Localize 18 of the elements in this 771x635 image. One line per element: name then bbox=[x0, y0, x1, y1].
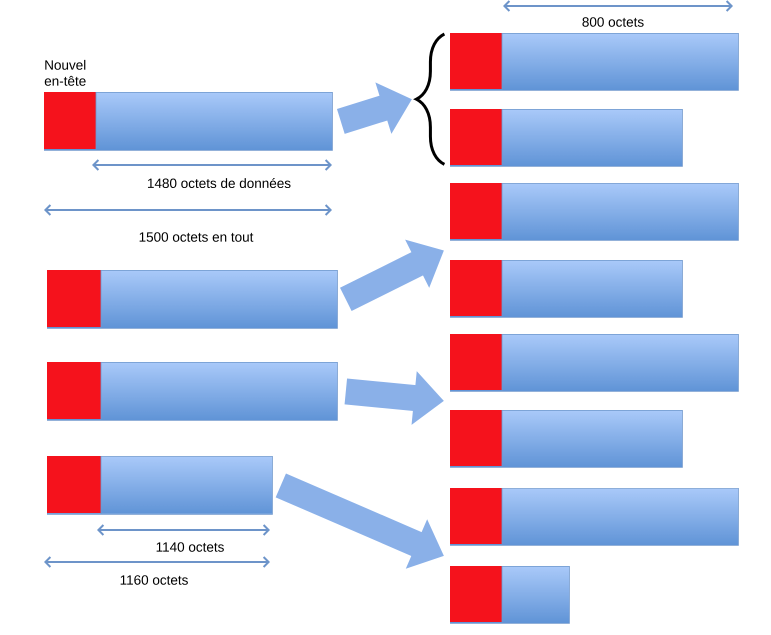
packet-bar bbox=[450, 334, 739, 392]
packet-bar bbox=[450, 108, 683, 167]
dimension-label: 1160 octets bbox=[120, 575, 188, 585]
brace bbox=[414, 32, 446, 166]
dimension-label: 1500 octets en tout bbox=[140, 232, 254, 242]
packet-bar bbox=[450, 32, 739, 91]
dimension-label: 1480 octets de données bbox=[148, 178, 291, 188]
packet-bar bbox=[47, 362, 338, 421]
packet-bar bbox=[47, 456, 273, 515]
dimension-label: 1140 octets bbox=[156, 542, 224, 552]
packet-bar bbox=[44, 92, 333, 151]
header-label: Nouvel en-tête bbox=[44, 60, 86, 86]
packet-bar bbox=[450, 410, 683, 468]
packet-bar bbox=[450, 488, 739, 546]
packet-bar bbox=[450, 182, 739, 241]
packet-bar bbox=[450, 260, 683, 318]
packet-bar bbox=[450, 566, 570, 624]
packet-bar bbox=[47, 270, 338, 329]
